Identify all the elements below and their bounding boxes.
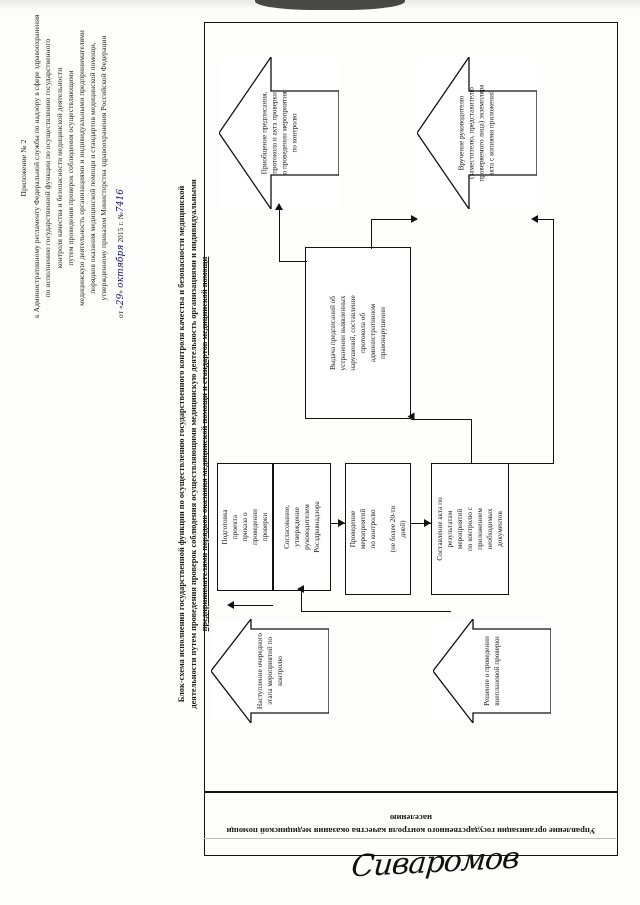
node-n3-label: Подготовка проекта приказа о проведении … bbox=[221, 509, 269, 545]
edge-n5-n6 bbox=[411, 523, 431, 525]
node-n4-label: Согласование, утверждение руководителем … bbox=[283, 501, 321, 553]
node-n8-label: Приобщение предписания, протокола и акта… bbox=[260, 91, 298, 175]
header-line-4: путем проведения проверок соблюдения осу… bbox=[65, 70, 75, 266]
pentagon-arrow-icon bbox=[219, 57, 339, 209]
flowchart-frame: Наступление очередного этапа мероприятий… bbox=[204, 22, 618, 792]
edge-n7-n9 bbox=[371, 219, 373, 249]
order-number-handwritten: 7416 bbox=[115, 188, 126, 213]
edge-n6-n9-arrowhead bbox=[531, 215, 538, 223]
edge-n6-n9-leg-bottom bbox=[509, 463, 554, 465]
edge-n7-n8-arrowhead bbox=[275, 203, 283, 210]
header-line-5: медицинскую деятельность организациями и… bbox=[77, 30, 87, 306]
title-line-1: Блок-схема исполнения государственной фу… bbox=[177, 185, 186, 703]
edge-n1-n3 bbox=[233, 605, 273, 607]
edge-n6-n9-leg-top bbox=[537, 219, 554, 221]
node-n5-label: Проведение мероприятий по контролю (не б… bbox=[349, 505, 407, 553]
header-line-3: контроля качества и безопасности медицин… bbox=[54, 67, 64, 269]
edge-n6-n9 bbox=[553, 219, 555, 463]
header-line-1: к Административному регламенту Федеральн… bbox=[32, 14, 42, 319]
edge-n2-n4-arrowhead bbox=[297, 585, 304, 593]
edge-n6-n7 bbox=[471, 419, 473, 463]
node-n2-label: Решение о проведении внеплановой проверк… bbox=[482, 636, 501, 706]
edge-n5-n6-arrowhead bbox=[424, 519, 431, 527]
department-band: Управление организации государственного … bbox=[204, 792, 618, 856]
edge-n2-n4 bbox=[301, 611, 451, 613]
pentagon-arrow-icon bbox=[211, 619, 329, 723]
header-line-7: утвержденному приказом Министерства здра… bbox=[99, 35, 109, 301]
edge-n4-n5-arrowhead bbox=[338, 519, 345, 527]
date-day-handwritten: 29 bbox=[115, 293, 126, 306]
edge-n6-n7-arrowhead bbox=[407, 412, 415, 421]
node-n9-handover-report[interactable]: Вручение руководителю (заместителю, пред… bbox=[417, 57, 537, 209]
node-n8-attach-documents[interactable]: Приобщение предписания, протокола и акта… bbox=[219, 57, 339, 209]
flowchart-canvas: Наступление очередного этапа мероприятий… bbox=[205, 23, 617, 791]
department-label: Управление организации государственного … bbox=[226, 813, 596, 836]
appendix-label: Приложение № 2 bbox=[19, 139, 28, 197]
node-n6-report-drafting[interactable]: Составление акта по результатам мероприя… bbox=[431, 463, 509, 595]
edge-n7-n9-leg bbox=[371, 219, 417, 221]
node-n5-control-measures[interactable]: Проведение мероприятий по контролю (не б… bbox=[345, 463, 411, 595]
edge-n6-n7-leg bbox=[411, 419, 472, 421]
node-n3-draft-order[interactable]: Подготовка проекта приказа о проведении … bbox=[217, 463, 273, 591]
edge-n1-n3-arrowhead bbox=[227, 601, 234, 609]
node-n6-label: Составление акта по результатам мероприя… bbox=[436, 497, 504, 561]
signature: Сиваромов bbox=[349, 840, 521, 885]
pentagon-arrow-icon bbox=[417, 57, 537, 209]
edge-n7-n9-arrowhead bbox=[411, 215, 418, 223]
scan-artifact bbox=[255, 0, 405, 10]
date-year: 2015 г. № bbox=[115, 212, 125, 245]
title-line-2: деятельности путем проведения проверок с… bbox=[188, 179, 198, 709]
header-line-2: по исполнению государственной функции по… bbox=[43, 38, 53, 298]
node-n9-label: Вручение руководителю (заместителю, пред… bbox=[458, 84, 496, 182]
node-n2-unscheduled-decision[interactable]: Решение о проведении внеплановой проверк… bbox=[433, 619, 551, 723]
node-n7-label: Выдача предписаний об устранении выявлен… bbox=[329, 295, 387, 371]
node-n1-label: Наступление очередного этапа мероприятий… bbox=[256, 633, 284, 709]
edge-n7-n8 bbox=[279, 209, 281, 261]
date-prefix: от « bbox=[115, 305, 125, 318]
document-header: Приложение № 2 к Административному регла… bbox=[18, 14, 188, 319]
node-n4-approval[interactable]: Согласование, утверждение руководителем … bbox=[273, 463, 331, 591]
pentagon-arrow-icon bbox=[433, 619, 551, 723]
signature-rule bbox=[204, 838, 616, 839]
edge-n7-n8-leg bbox=[279, 261, 307, 263]
node-n7-orders-issuance[interactable]: Выдача предписаний об устранении выявлен… bbox=[305, 247, 411, 419]
edge-n2-n4-riser bbox=[301, 591, 303, 612]
header-line-6: порядков оказания медицинской помощи и с… bbox=[88, 42, 98, 294]
node-n1-start-stage[interactable]: Наступление очередного этапа мероприятий… bbox=[211, 619, 329, 723]
date-month-handwritten: октября bbox=[115, 244, 126, 288]
date-mid: » bbox=[115, 287, 125, 294]
order-date-line: от «29» октября 2015 г. №7416 bbox=[115, 189, 127, 318]
